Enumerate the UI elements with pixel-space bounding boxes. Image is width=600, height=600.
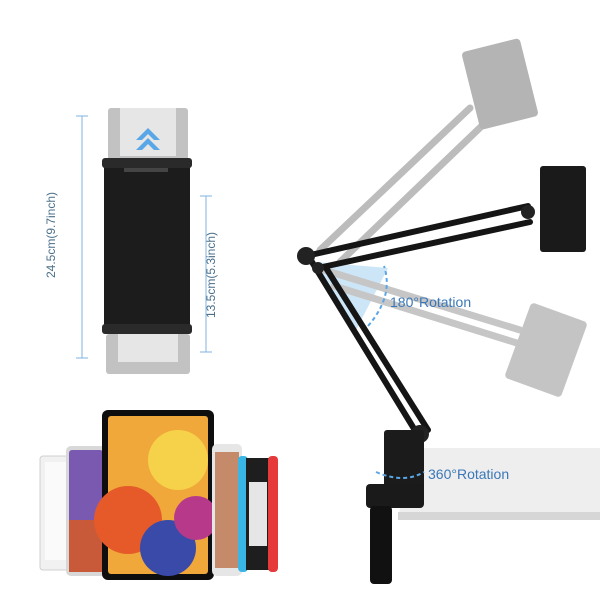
ghost-lower-holder bbox=[505, 303, 587, 397]
desk-surface bbox=[398, 448, 600, 520]
max-height-label: 24.5cm(9.7inch) bbox=[44, 191, 59, 279]
arm-diagram bbox=[297, 38, 600, 584]
tablet-clamp-diagram bbox=[76, 108, 212, 374]
ghost-upper-position bbox=[316, 104, 492, 266]
desk-clamp bbox=[366, 484, 424, 508]
main-arm bbox=[303, 203, 533, 435]
tilt-rotation-arrow-icon bbox=[367, 265, 388, 327]
min-height-dimension-line bbox=[200, 195, 212, 353]
min-height-label: 13.5cm(5.3inch) bbox=[204, 231, 219, 319]
compatible-devices bbox=[39, 410, 278, 580]
tilt-rotation-label: 180°Rotation bbox=[390, 294, 472, 310]
swivel-base bbox=[384, 430, 424, 490]
ghost-upper-holder bbox=[462, 38, 538, 130]
max-height-dimension-line bbox=[76, 115, 88, 359]
game-console-device bbox=[238, 456, 278, 572]
swivel-rotation-label: 360°Rotation bbox=[428, 466, 510, 482]
ghost-lower-position bbox=[320, 266, 524, 348]
clamp-body bbox=[104, 158, 190, 334]
clamp-screw bbox=[370, 506, 392, 584]
main-phone-holder bbox=[540, 166, 586, 252]
extend-up-arrow-icon bbox=[136, 128, 160, 150]
